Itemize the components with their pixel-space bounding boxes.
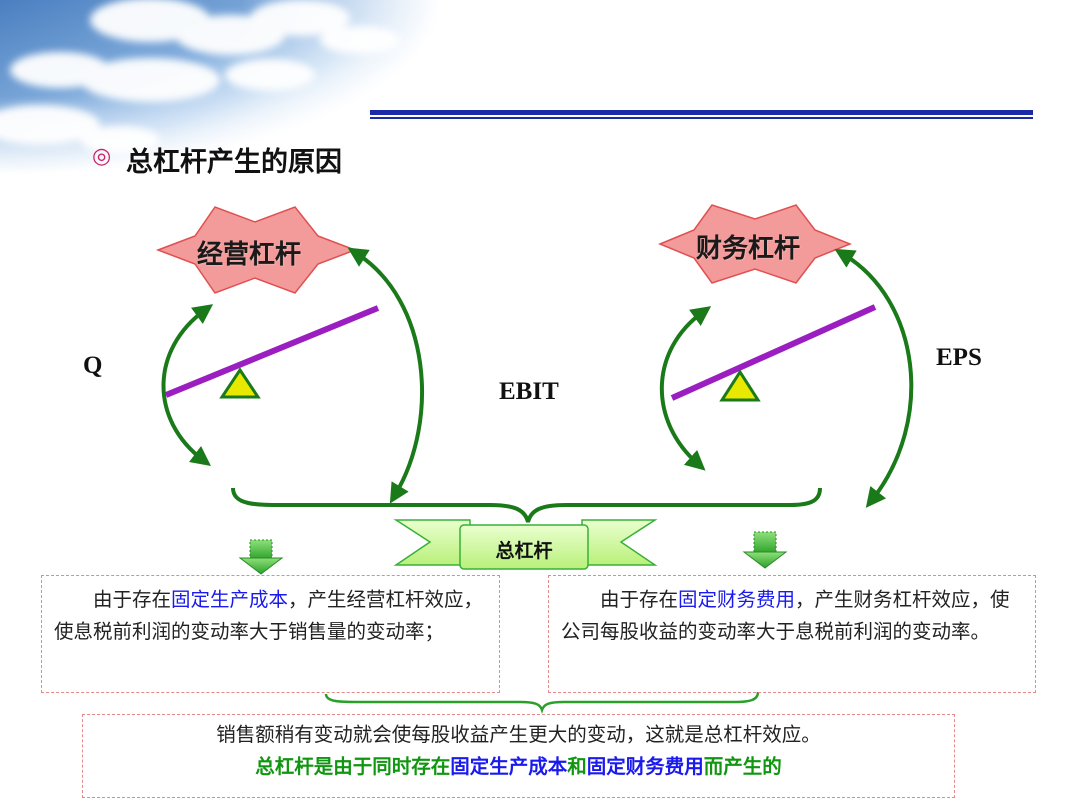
financial-leverage-badge [658,204,853,284]
conclusion-part-e: 而产生的 [703,755,782,778]
financial-to-eps-arrow [834,248,914,508]
fixed-financial-expense-highlight: 固定财务费用 [678,588,796,611]
operating-fulcrum [219,367,261,399]
conclusion-part-d: 固定财务费用 [586,755,704,778]
header-rule [370,110,1033,119]
financial-leverage-label: 财务杠杆 [696,234,801,264]
left-text-1: 由于存在 [93,588,172,611]
eps-label: EPS [936,344,982,371]
total-leverage-label: 总杠杆 [495,540,553,562]
financial-lever-beam [670,304,877,401]
conclusion-part-a: 总杠杆是由于同时存在 [255,755,451,778]
page-title: 总杠杆产生的原因 [126,147,342,178]
q-label: Q [83,352,103,379]
total-leverage-ribbon [393,519,658,570]
operating-to-ebit-arrow [347,247,425,504]
right-down-arrow [742,531,788,569]
financial-fulcrum [719,369,761,402]
title-bullet-icon: ◎ [92,144,112,169]
conclusion-part-c: 和 [567,755,587,778]
conclusion-part-b: 固定生产成本 [450,755,568,778]
conclusion-line-1: 销售额稍有变动就会使每股收益产生更大的变动，这就是总杠杆效应。 [216,723,821,746]
right-text-1: 由于存在 [600,588,679,611]
q-swing-arrow [161,304,214,467]
ebit-swing-arrow [659,306,712,471]
financial-leverage-explanation: 由于存在固定财务费用，产生财务杠杆效应，使公司每股收益的变动率大于息税前利润的变… [548,575,1036,693]
left-down-arrow [238,539,284,575]
combined-brace [324,691,760,714]
right-text-2: ，产生财务杠杆效应，使公司每股收益的变动率大于息税前利润的变动率。 [561,588,1010,643]
fixed-production-cost-highlight: 固定生产成本 [171,588,289,611]
sky-banner [0,0,440,175]
operating-lever-beam [164,305,380,398]
total-leverage-conclusion: 销售额稍有变动就会使每股收益产生更大的变动，这就是总杠杆效应。 总杠杆是由于同时… [82,714,955,798]
operating-leverage-label: 经营杠杆 [197,240,302,270]
ebit-label: EBIT [499,378,559,405]
total-leverage-brace [231,487,822,523]
left-text-2: ，产生经营杠杆效应，使息税前利润的变动率大于销售量的变动率； [54,588,484,643]
operating-leverage-explanation: 由于存在固定生产成本，产生经营杠杆效应，使息税前利润的变动率大于销售量的变动率； [41,575,500,693]
